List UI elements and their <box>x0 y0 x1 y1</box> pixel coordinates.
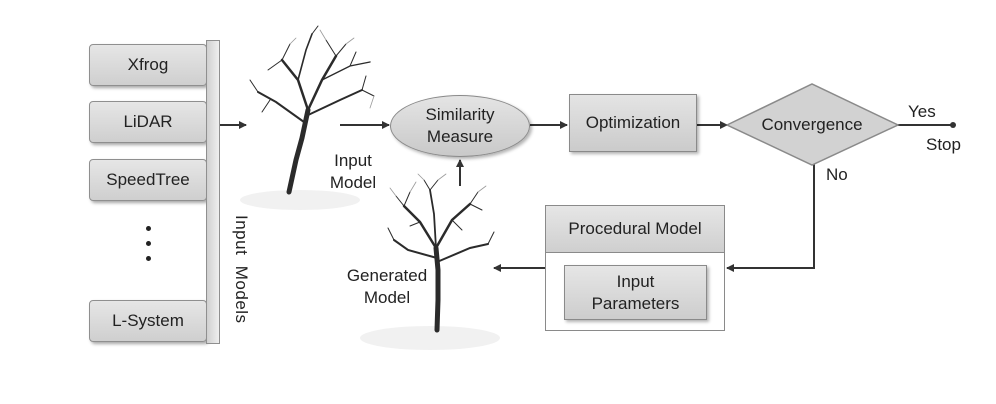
optimization-node: Optimization <box>569 94 697 152</box>
input-model-label-line1: Input <box>334 151 372 170</box>
input-parameters-line2: Parameters <box>591 293 680 313</box>
similarity-label-line2: Measure <box>426 127 494 146</box>
stop-terminal-dot <box>950 122 956 128</box>
similarity-measure-node: Similarity Measure <box>390 95 530 157</box>
input-parameters-line1: Input <box>616 271 655 291</box>
source-label-xfrog: Xfrog <box>127 55 169 74</box>
generated-model-tree-image <box>360 173 500 350</box>
source-box-lidar: LiDAR <box>89 101 207 143</box>
source-label-lidar: LiDAR <box>123 112 173 131</box>
ellipsis-dots <box>146 226 160 271</box>
generated-model-label-line1: Generated <box>346 266 428 285</box>
input-models-bar <box>206 40 220 344</box>
input-model-tree-image <box>240 25 375 210</box>
source-label-lsystem: L-System <box>112 311 184 330</box>
stop-label: Stop <box>926 135 961 154</box>
source-box-xfrog: Xfrog <box>89 44 207 86</box>
generated-model-label: Generated Model <box>342 265 432 309</box>
generated-model-label-line2: Model <box>363 288 411 307</box>
input-parameters-box: Input Parameters <box>564 265 707 320</box>
procedural-model-title: Procedural Model <box>546 206 724 253</box>
source-label-speedtree: SpeedTree <box>106 170 190 189</box>
optimization-label: Optimization <box>585 113 681 132</box>
source-box-lsystem: L-System <box>89 300 207 342</box>
input-model-label: Input Model <box>322 150 384 194</box>
input-model-label-line2: Model <box>329 173 377 192</box>
source-box-speedtree: SpeedTree <box>89 159 207 201</box>
convergence-label: Convergence <box>761 115 863 134</box>
similarity-label-line1: Similarity <box>425 105 495 124</box>
convergence-diamond <box>725 83 900 166</box>
no-label: No <box>826 165 848 184</box>
input-models-label: Input Models <box>232 215 251 324</box>
procedural-model-node: Procedural Model Input Parameters <box>545 205 725 331</box>
yes-label: Yes <box>908 102 936 121</box>
arrow-no-to-procedural <box>726 164 815 272</box>
